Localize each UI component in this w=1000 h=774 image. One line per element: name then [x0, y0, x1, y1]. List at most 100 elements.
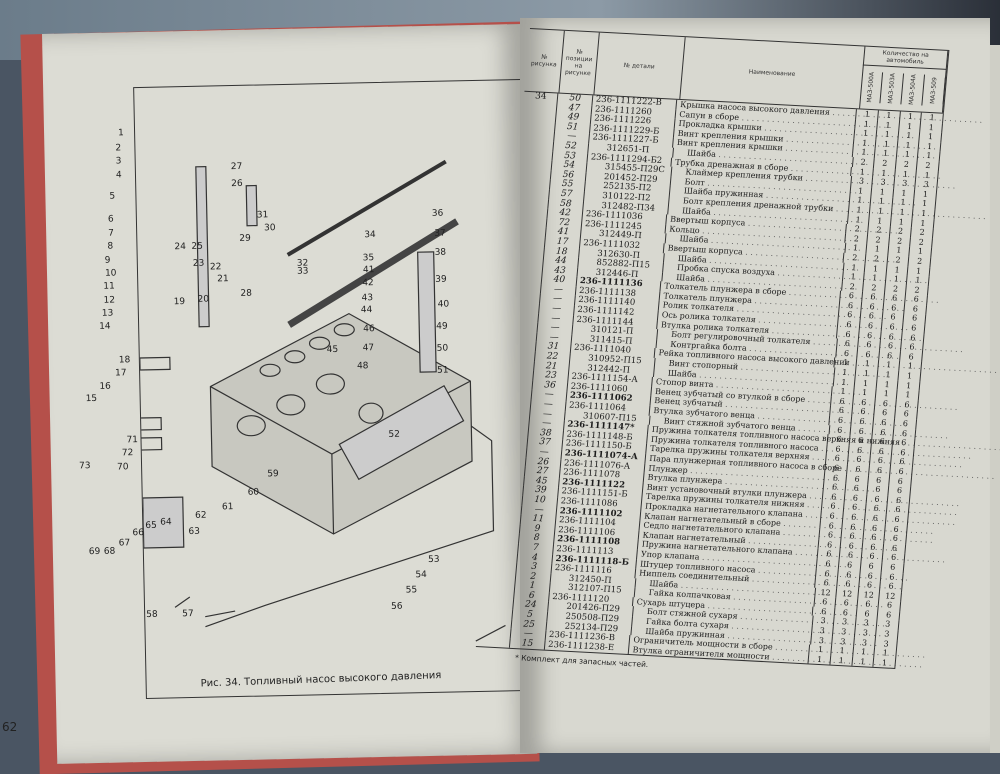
callout-number: 40 [437, 299, 450, 310]
callout-number: 47 [362, 343, 375, 354]
callout-number: 30 [264, 223, 276, 234]
callout-number: 52 [388, 429, 401, 440]
header-qty: Количество на автомобиль МАЗ-500А МАЗ-50… [859, 46, 950, 113]
callout-number: 72 [121, 448, 134, 459]
header-model: МАЗ-503А [880, 72, 904, 105]
quantity: 1 [852, 656, 875, 668]
header-position: № позиции на рисунке [559, 30, 600, 95]
header-model: МАЗ-500А [859, 71, 884, 104]
callout-number: 18 [118, 355, 131, 366]
callout-number: 37 [434, 228, 446, 239]
fittings [134, 356, 171, 451]
callout-number: 1 [117, 128, 124, 139]
callout-number: 65 [145, 520, 157, 531]
callout-number: 57 [182, 608, 194, 620]
camshaft [287, 218, 459, 328]
callout-number: 33 [296, 266, 309, 277]
callout-number: 11 [103, 281, 115, 292]
callout-number: 10 [104, 268, 117, 279]
drain-tube [205, 425, 495, 628]
callout-number: 46 [363, 324, 375, 335]
callout-number: 15 [85, 393, 98, 405]
housing-bores [236, 323, 384, 437]
page-number: 62 [2, 720, 18, 734]
header-part-no: № детали [593, 32, 686, 99]
position-number: 15 [510, 638, 546, 651]
callout-number: 54 [415, 570, 427, 581]
bolts [174, 596, 506, 642]
callout-number: 61 [221, 502, 234, 513]
callout-number: 5 [109, 191, 116, 202]
callout-number: 41 [362, 265, 375, 276]
callout-number: 73 [78, 461, 91, 472]
callout-number: 66 [132, 527, 145, 539]
callout-number: 67 [118, 538, 131, 549]
callout-number: 8 [107, 241, 114, 252]
callout-number: 23 [192, 258, 205, 269]
callout-number: 17 [115, 368, 127, 379]
control-rack [286, 159, 447, 257]
header-name: Наименование [680, 37, 866, 109]
callout-number: 2 [115, 143, 122, 154]
callout-number: 28 [240, 288, 253, 299]
callout-number: 6 [107, 214, 114, 225]
callout-number: 4 [115, 170, 122, 181]
figure-frame [133, 78, 548, 699]
quantity: 1 [873, 657, 897, 669]
callout-number: 55 [405, 585, 418, 596]
callout-number: 24 [174, 242, 187, 253]
callout-number: 12 [103, 295, 116, 306]
callout-number: 64 [160, 517, 172, 528]
callout-number: 56 [390, 601, 403, 612]
callout-number: 43 [361, 293, 374, 304]
callout-number: 22 [209, 262, 222, 273]
callout-number: 3 [115, 156, 122, 167]
callout-number: 13 [101, 308, 114, 319]
callout-number: 7 [108, 228, 115, 239]
pump-housing [209, 312, 473, 535]
callout-number: 45 [326, 344, 339, 356]
callout-number: 50 [436, 343, 449, 354]
callout-number: 62 [195, 510, 207, 521]
flange [142, 496, 185, 549]
callout-number: 29 [239, 233, 251, 244]
callout-number: 63 [188, 526, 201, 538]
callout-number: 14 [99, 321, 111, 332]
callout-number: 16 [99, 381, 111, 392]
callout-number: 25 [191, 241, 204, 252]
callout-number: 27 [230, 161, 243, 173]
callout-number: 69 [88, 546, 101, 558]
callout-number: 9 [104, 255, 111, 266]
callout-number: 71 [126, 435, 139, 446]
callout-number: 58 [146, 609, 158, 620]
header-model: МАЗ-509 [922, 76, 946, 105]
callout-number: 60 [247, 487, 260, 498]
callout-number: 34 [364, 230, 376, 241]
callout-number: 21 [217, 274, 229, 285]
callout-number: 35 [362, 253, 375, 264]
callout-number: 53 [427, 554, 440, 566]
callout-number: 59 [267, 469, 279, 480]
side-cover [338, 385, 465, 481]
callout-number: 49 [436, 321, 448, 332]
delivery-valves [195, 165, 437, 373]
header-figure: № рисунка [524, 28, 565, 93]
callout-number: 19 [173, 297, 186, 308]
callout-number: 68 [103, 546, 116, 557]
callout-number: 31 [256, 210, 269, 221]
callout-number: 20 [197, 294, 210, 305]
callout-number: 44 [360, 305, 373, 316]
figure-number [475, 636, 512, 649]
fuel-pump-exploded-diagram [134, 159, 506, 642]
callout-number: 39 [435, 274, 447, 285]
callout-number: 38 [434, 247, 447, 258]
quantity: 1 [830, 655, 853, 667]
callout-number: 51 [437, 365, 449, 376]
callout-number: 26 [231, 178, 243, 190]
callout-number: 48 [356, 361, 369, 372]
header-model: МАЗ-504А [901, 73, 925, 106]
quantity: 1 [808, 654, 832, 666]
parts-table: № рисунка № позиции на рисунке № детали … [475, 28, 950, 682]
